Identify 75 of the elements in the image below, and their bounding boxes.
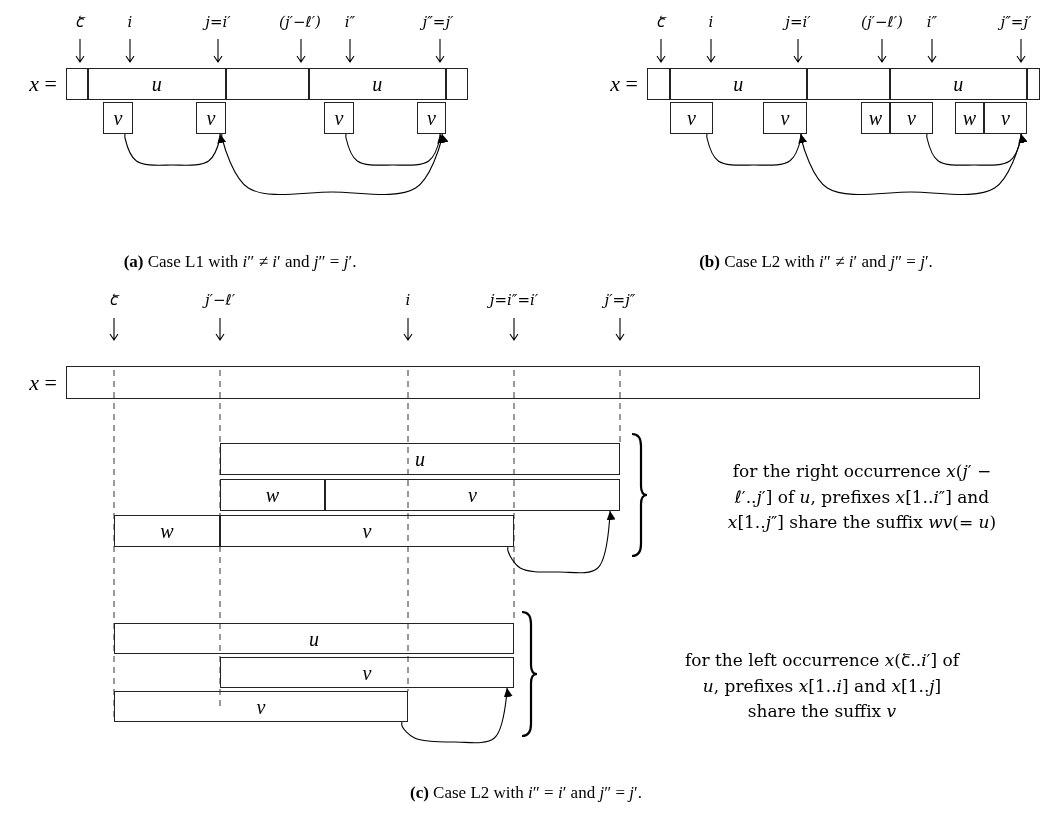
segment-letter: v <box>468 485 477 505</box>
segment-letter: v <box>334 108 344 128</box>
position-label: c⃖ <box>656 13 666 31</box>
subfigure-caption: (a) Case L1 with i″ ≠ i′ and j″ = j′. <box>123 252 357 272</box>
segment-letter: v <box>907 108 916 128</box>
position-label: j′−ℓ′ <box>204 291 236 309</box>
subfigure-caption: (b) Case L2 with i″ ≠ i′ and j″ = j′. <box>699 252 933 272</box>
segment-box <box>984 102 1027 134</box>
position-label: i <box>708 13 714 31</box>
segment-box <box>417 102 446 134</box>
segment-letter: v <box>687 108 696 128</box>
position-label: i″ <box>344 13 356 31</box>
segment-box <box>763 102 807 134</box>
segment-letter: v <box>427 108 436 128</box>
curved-arrow <box>221 133 449 196</box>
empty-segment-box <box>225 67 309 100</box>
segment-box <box>325 479 620 511</box>
position-label: j″=j′ <box>1000 13 1032 31</box>
position-label: i <box>127 13 133 31</box>
segment-letter: w <box>265 485 280 505</box>
position-label: c⃖ <box>75 13 85 31</box>
segment-box <box>670 102 713 134</box>
curved-arrow <box>800 133 1028 196</box>
segment-letter: v <box>362 521 372 541</box>
segment-box <box>220 657 514 688</box>
segment-letter: w <box>962 108 977 128</box>
position-label: j′=j″ <box>604 291 636 309</box>
segment-box <box>324 102 354 134</box>
segment-box <box>220 479 325 511</box>
explanation-text: for the left occurrence x(c⃖..i′] of u, prefixes x[1..i] and x[1..j] share the suffix v <box>683 648 961 723</box>
segment-letter: w <box>868 108 883 128</box>
segment-box <box>220 443 620 475</box>
explanation-text: for the right occurrence x(j′ − ℓ′..j′] of u, prefixes x[1..i″] and x[1..j″] share the suffix wv(= u) <box>727 459 997 534</box>
segment-letter: v <box>256 696 266 717</box>
segment-box <box>889 67 1027 100</box>
empty-segment-box <box>806 67 890 100</box>
segment-box <box>861 102 890 134</box>
segment-letter: u <box>733 73 744 94</box>
segment-box <box>114 623 514 654</box>
subfigure-caption: (c) Case L2 with i″ = i′ and j″ = j′. <box>410 783 642 803</box>
segment-box <box>220 515 514 547</box>
segment-box <box>114 515 220 547</box>
segment-letter: u <box>372 73 383 94</box>
segment-letter: u <box>953 73 964 94</box>
curved-arrow <box>507 510 616 574</box>
segment-letter: v <box>113 108 123 128</box>
segment-box <box>87 67 226 100</box>
segment-box <box>103 102 133 134</box>
segment-letter: u <box>309 628 319 649</box>
segment-box <box>890 102 933 134</box>
string-label: x = <box>29 369 57 396</box>
segment-letter: v <box>206 108 216 128</box>
position-label: (j′−ℓ′) <box>861 13 903 31</box>
position-label: (j′−ℓ′) <box>279 13 321 31</box>
segment-letter: v <box>1001 108 1010 128</box>
segment-letter: w <box>160 521 174 541</box>
position-label: j″=j′ <box>422 13 454 31</box>
string-label: x = <box>29 71 57 97</box>
segment-box <box>669 67 807 100</box>
position-label: j=i″=i′ <box>489 291 539 309</box>
string-label: x = <box>610 71 638 97</box>
segment-letter: v <box>362 662 372 683</box>
segment-box <box>196 102 226 134</box>
curved-arrow <box>124 133 227 166</box>
position-label: i <box>405 291 411 309</box>
curved-arrow <box>401 687 513 744</box>
curved-arrow <box>706 133 808 166</box>
segment-letter: v <box>780 108 790 128</box>
position-label: i″ <box>926 13 938 31</box>
segment-box <box>114 691 408 722</box>
segment-box <box>955 102 984 134</box>
segment-letter: u <box>415 449 425 469</box>
position-label: c⃖ <box>109 291 119 309</box>
segment-letter: u <box>151 73 162 94</box>
segment-box <box>308 67 446 100</box>
